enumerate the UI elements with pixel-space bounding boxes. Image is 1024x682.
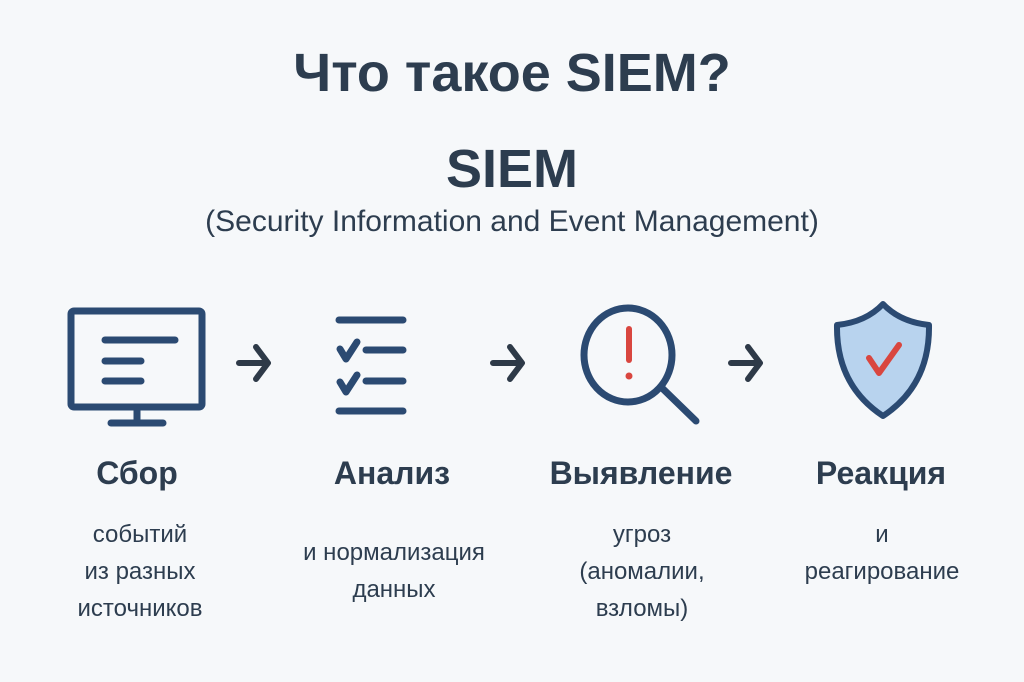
desc-line: и — [875, 521, 889, 548]
desc-line: данных — [352, 576, 436, 603]
desc-line: из разных — [84, 558, 196, 585]
step-desc-collect: событий из разных источников — [10, 516, 270, 627]
step-title-detect: Выявление — [549, 455, 733, 491]
desc-line: событий — [92, 521, 188, 548]
page-title: Что такое SIEM? — [293, 43, 731, 103]
step-title-respond: Реакция — [815, 455, 947, 491]
step-title-analyze: Анализ — [333, 455, 451, 491]
desc-line: угроз — [612, 521, 672, 548]
desc-line: взломы) — [595, 595, 689, 622]
step-title-collect: Сбор — [96, 455, 178, 491]
full-name: (Security Information and Event Manageme… — [205, 205, 819, 238]
abbreviation: SIEM — [445, 139, 579, 199]
desc-line: реагирование — [804, 558, 960, 585]
step-desc-detect: угроз (аномалии, взломы) — [512, 516, 772, 627]
desc-line: источников — [77, 595, 203, 622]
step-desc-respond: и реагирование — [752, 516, 1012, 590]
desc-line: (аномалии, — [579, 558, 705, 585]
step-desc-analyze: и нормализация данных — [264, 534, 524, 608]
desc-line: и нормализация — [303, 539, 485, 566]
